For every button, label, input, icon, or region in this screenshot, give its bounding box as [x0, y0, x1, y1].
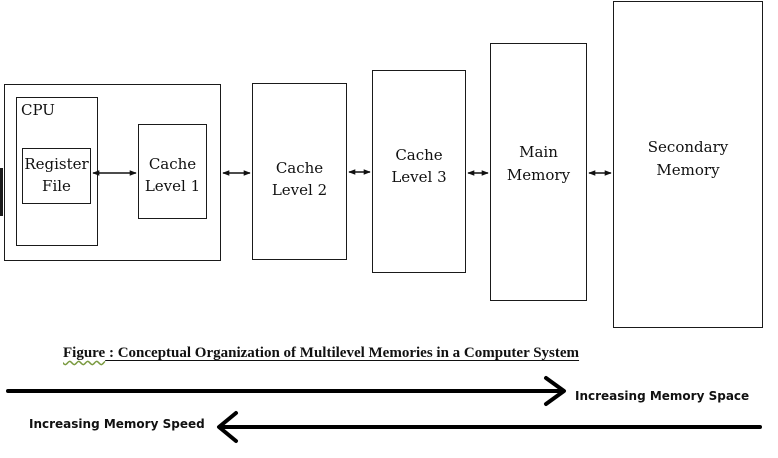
cpu-label: CPU [21, 101, 55, 119]
cache-level-2-label-line2: Level 2 [271, 181, 328, 199]
figure-caption: Figure : Conceptual Organization of Mult… [63, 345, 579, 362]
memory-space-arrow [6, 376, 566, 406]
caption-text: : Conceptual Organization of Multilevel … [105, 345, 580, 361]
cache-level-2-label-line1: Cache [275, 159, 324, 177]
register-file-label-line2: File [42, 177, 71, 195]
memory-speed-arrow [217, 411, 762, 443]
memory-speed-label: Increasing Memory Speed [29, 417, 205, 431]
figure-word: Figure [63, 345, 106, 361]
secondary-memory-box [613, 1, 763, 328]
cache-level-2-box [252, 83, 347, 260]
register-file-box [22, 148, 91, 204]
cache-level-1-label-line2: Level 1 [144, 177, 201, 195]
secondary-memory-label-line1: Secondary [647, 138, 729, 156]
register-file-label-line1: Register [24, 155, 89, 173]
memory-space-label: Increasing Memory Space [575, 389, 750, 403]
cache-level-3-box [372, 70, 466, 273]
main-memory-label-line2: Memory [506, 166, 571, 184]
left-edge-marker [0, 168, 3, 216]
cache-level-3-label-line1: Cache [395, 146, 443, 164]
cache-level-1-box [138, 124, 207, 219]
main-memory-label-line1: Main [519, 143, 558, 161]
cache-level-1-label-line1: Cache [148, 155, 197, 173]
main-memory-box [490, 43, 587, 301]
secondary-memory-label-line2: Memory [656, 161, 720, 179]
cache-level-3-label-line2: Level 3 [391, 168, 447, 186]
